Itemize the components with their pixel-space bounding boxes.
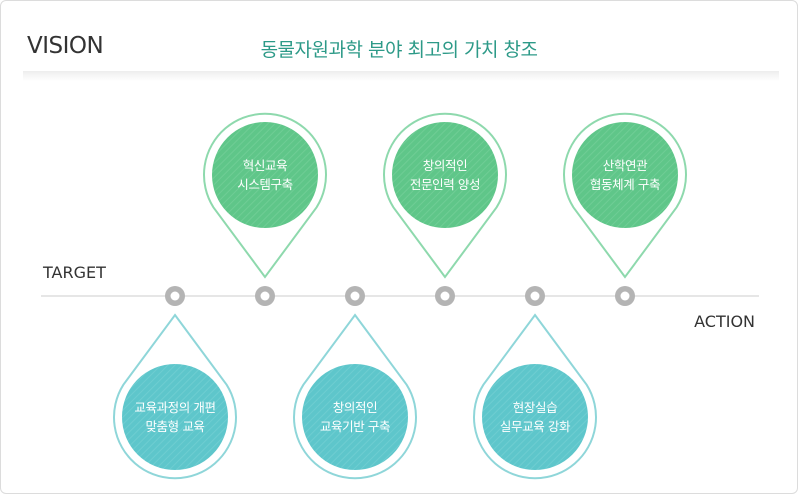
vision-label: VISION bbox=[27, 33, 104, 59]
top-pin-3-label: 산학연관 협동체계 구축 bbox=[560, 156, 690, 194]
bottom-pin-1-line2: 맞춤형 교육 bbox=[145, 419, 205, 434]
top-pin-2-line1: 창의적인 bbox=[422, 158, 468, 173]
timeline-node-1 bbox=[165, 286, 185, 306]
top-pin-2-line2: 전문인력 양성 bbox=[409, 177, 481, 192]
bottom-pin-3 bbox=[473, 313, 597, 480]
timeline-node-4 bbox=[435, 286, 455, 306]
top-pin-3-line2: 협동체계 구축 bbox=[589, 177, 661, 192]
top-pin-1 bbox=[203, 112, 327, 279]
bottom-pin-1-label: 교육과정의 개편 맞춤형 교육 bbox=[110, 398, 240, 436]
bottom-pin-1-line1: 교육과정의 개편 bbox=[134, 400, 216, 415]
bottom-pin-1 bbox=[113, 313, 237, 480]
bottom-pin-3-label: 현장실습 실무교육 강화 bbox=[470, 398, 600, 436]
bottom-pin-2-line2: 교육기반 구축 bbox=[319, 419, 391, 434]
timeline-node-6 bbox=[615, 286, 635, 306]
timeline-node-2 bbox=[255, 286, 275, 306]
bottom-pin-2-line1: 창의적인 bbox=[332, 400, 378, 415]
top-pin-3-line1: 산학연관 bbox=[602, 158, 648, 173]
bottom-pin-3-line2: 실무교육 강화 bbox=[499, 419, 571, 434]
bottom-pin-2-label: 창의적인 교육기반 구축 bbox=[290, 398, 420, 436]
top-pin-1-line1: 혁신교육 bbox=[242, 158, 288, 173]
target-label: TARGET bbox=[43, 263, 106, 282]
timeline-node-3 bbox=[345, 286, 365, 306]
top-pin-1-label: 혁신교육 시스템구축 bbox=[200, 156, 330, 194]
bottom-pin-2 bbox=[293, 313, 417, 480]
action-label: ACTION bbox=[694, 312, 755, 331]
vision-statement: 동물자원과학 분야 최고의 가치 창조 bbox=[260, 39, 538, 61]
top-pin-1-line2: 시스템구축 bbox=[237, 177, 293, 192]
top-pin-3 bbox=[563, 112, 687, 279]
header-divider bbox=[23, 71, 779, 81]
bottom-pin-3-line1: 현장실습 bbox=[512, 400, 558, 415]
top-pin-2 bbox=[383, 112, 507, 279]
top-pin-2-label: 창의적인 전문인력 양성 bbox=[380, 156, 510, 194]
timeline-node-5 bbox=[525, 286, 545, 306]
